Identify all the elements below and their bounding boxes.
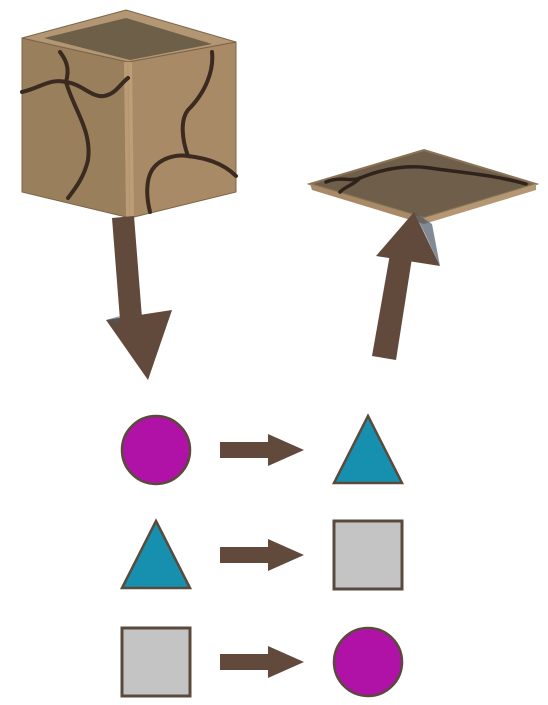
circle-icon [332,626,404,698]
wooden-cube [20,9,238,219]
down-arrow-icon [106,216,172,380]
triangle-icon [119,518,193,590]
circle-icon [120,414,192,486]
rule-row [119,518,404,591]
right-arrow-icon [220,539,304,571]
triangle-icon [331,413,405,485]
square-icon [120,626,192,698]
up-arrow-icon [372,212,440,360]
wooden-tile [306,148,540,224]
rule-row [120,413,405,486]
square-icon [332,519,404,591]
right-arrow-icon [220,434,304,466]
rule-row [120,626,404,698]
right-arrow-icon [220,646,304,678]
rules-panel [119,413,405,698]
